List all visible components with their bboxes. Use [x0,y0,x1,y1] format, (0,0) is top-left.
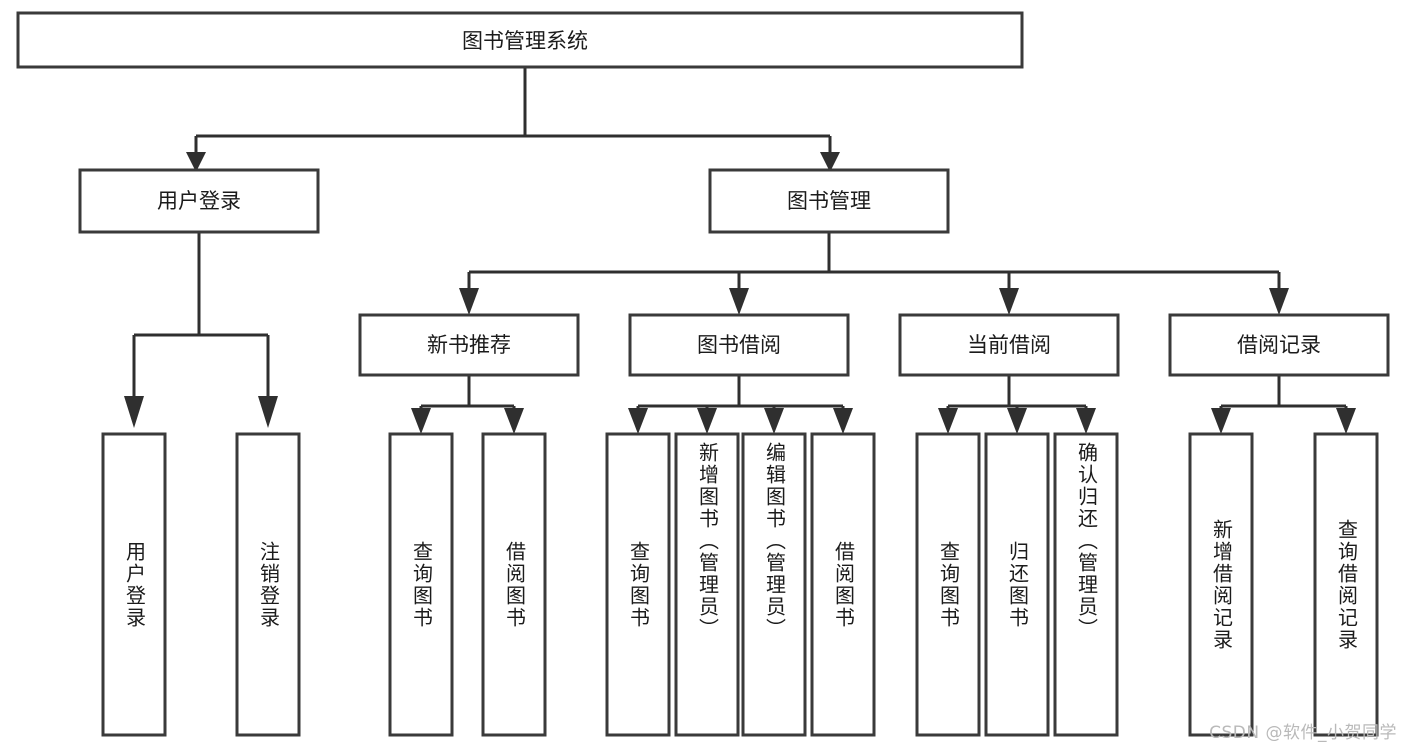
arrow-book-manage-to-borrow-record [1269,288,1289,315]
arrow-root-to-user-login [186,152,206,172]
node-box-new-book-recommend[interactable] [358,313,580,377]
arrow-user-login-to-leaf-user-login [124,396,144,428]
node-box-leaf-user-login[interactable] [101,432,167,737]
arrow-book-manage-to-current-borrow [999,288,1019,315]
node-box-leaf-query-record[interactable] [1313,432,1379,737]
connector-book-borrow-trunk [636,375,845,412]
node-box-leaf-edit-book[interactable] [741,432,807,737]
arrow-current-borrow-to-query-book [938,408,958,434]
arrow-borrow-record-to-query-record [1336,408,1356,434]
arrow-root-to-book-manage [820,152,840,172]
connector-group [124,67,1356,434]
arrow-current-borrow-to-confirm-return [1076,408,1096,434]
node-box-leaf-add-book[interactable] [674,432,740,737]
node-box-leaf-return-book[interactable] [984,432,1050,737]
node-box-book-manage[interactable] [708,168,950,234]
arrow-user-login-to-leaf-logout-login [258,396,278,428]
arrow-current-borrow-to-return-book [1007,408,1027,434]
arrow-new-book-recommend-to-borrow-book [504,408,524,434]
arrow-new-book-recommend-to-query-book [411,408,431,434]
arrow-book-manage-to-book-borrow [729,288,749,315]
node-label-root: 图书管理系统 [462,29,588,53]
node-box-borrow-record[interactable] [1168,313,1390,377]
connector-user-login-trunk [132,232,270,398]
node-box-leaf-borrow-book-2[interactable] [810,432,876,737]
connector-new-book-recommend-trunk [419,375,516,412]
connector-book-manage-trunk [467,232,1281,292]
node-box-leaf-logout-login[interactable] [235,432,301,737]
connector-borrow-record-trunk [1219,375,1348,412]
node-label-user-login: 用户登录 [157,189,241,213]
node-label-current-borrow: 当前借阅 [967,333,1051,357]
node-box-leaf-confirm-return[interactable] [1053,432,1119,737]
node-boxes: 图书管理系统 用户登录 图书管理 新书推荐 图书借阅 当前借阅 借阅记录 [16,11,1390,737]
node-box-user-login[interactable] [78,168,320,234]
node-box-leaf-query-book-2[interactable] [605,432,671,737]
connector-root-trunk [194,67,832,156]
node-box-current-borrow[interactable] [898,313,1120,377]
node-label-borrow-record: 借阅记录 [1237,333,1321,357]
node-label-new-book-recommend: 新书推荐 [427,333,511,357]
arrow-borrow-record-to-add-record [1211,408,1231,434]
node-label-book-manage: 图书管理 [787,189,871,213]
node-label-book-borrow: 图书借阅 [697,333,781,357]
watermark-text: CSDN @软件_小贺同学 [1209,723,1397,743]
connector-current-borrow-trunk [946,375,1088,412]
arrow-book-borrow-to-borrow-book [833,408,853,434]
arrow-book-borrow-to-query-book [628,408,648,434]
arrow-book-manage-to-new-book-recommend [459,288,479,315]
node-box-leaf-borrow-book-1[interactable] [481,432,547,737]
node-box-leaf-query-book-3[interactable] [915,432,981,737]
node-box-root[interactable] [16,11,1024,69]
arrow-book-borrow-to-add-book [697,408,717,434]
arrow-book-borrow-to-edit-book [764,408,784,434]
node-box-leaf-query-book-1[interactable] [388,432,454,737]
node-box-book-borrow[interactable] [628,313,850,377]
node-box-leaf-add-record[interactable] [1188,432,1254,737]
